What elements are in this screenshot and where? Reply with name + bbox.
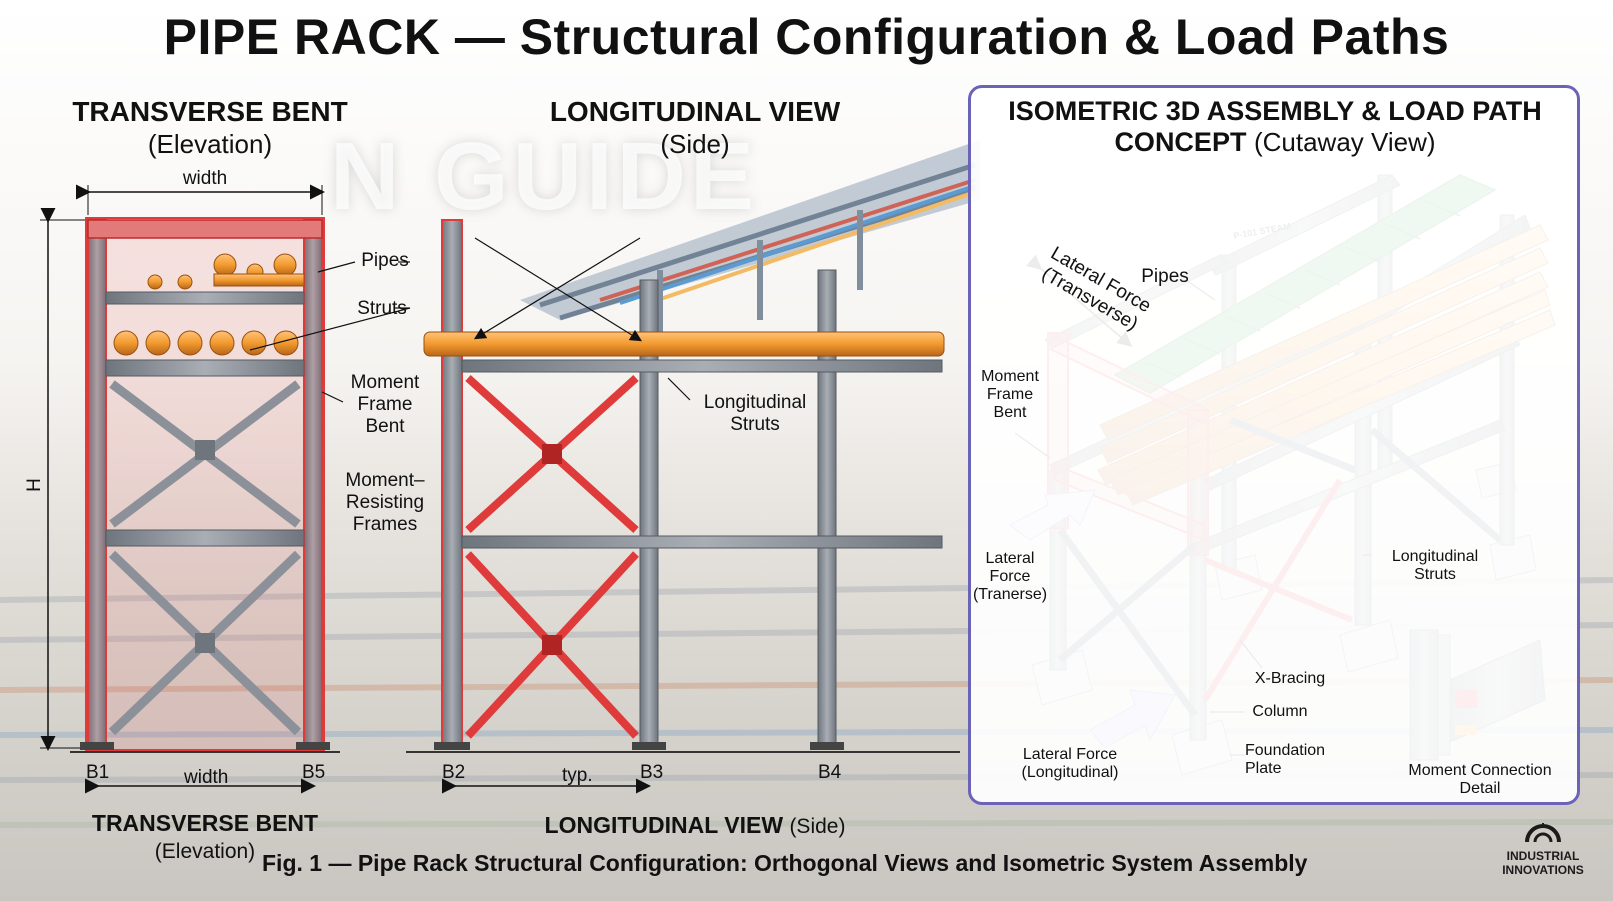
moment-resisting-frames-label: Moment– Resisting Frames (345, 470, 425, 535)
background-watermark-text: N GUIDE (330, 123, 759, 230)
figure-caption: Fig. 1 — Pipe Rack Structural Configurat… (262, 850, 1308, 876)
longitudinal-pipe (423, 331, 945, 357)
company-logo: INDUSTRIAL INNOVATIONS (1488, 822, 1598, 877)
longitudinal-struts-label: Longitudinal Struts (703, 392, 807, 435)
longitudinal-bottom-title-text: LONGITUDINAL VIEW (544, 812, 784, 838)
longitudinal-title: LONGITUDINAL VIEW (549, 96, 841, 127)
longitudinal-strut-upper (461, 359, 943, 373)
foundation-plate-label: Foundation Plate (1245, 742, 1326, 777)
isometric-panel (968, 85, 1580, 805)
bay-label-b4: B4 (818, 762, 842, 783)
longitudinal-subtitle: (Side) (660, 129, 730, 159)
transverse-bottom-subtitle: (Elevation) (154, 840, 256, 863)
logo-line1: INDUSTRIAL (1506, 849, 1580, 863)
transverse-struts-label: Struts (357, 298, 407, 319)
transverse-subtitle: (Elevation) (147, 129, 273, 159)
longitudinal-bottom-title: LONGITUDINAL VIEW (Side) (535, 812, 855, 839)
longitudinal-strut-lower (461, 535, 943, 549)
upper-strut (105, 291, 305, 305)
isometric-title-line1: ISOMETRIC 3D ASSEMBLY & LOAD PATH (1008, 96, 1542, 126)
transverse-bottom-title-text: TRANSVERSE BENT (91, 810, 319, 836)
page-title: PIPE RACK — Structural Configuration & L… (163, 9, 1450, 65)
transverse-bottom-title: TRANSVERSE BENT (Elevation) (60, 810, 350, 864)
longitudinal-bottom-subtitle: (Side) (789, 815, 846, 838)
bay-label-b3: B3 (640, 762, 664, 783)
transverse-height-label: H (24, 478, 45, 492)
transverse-pipes-label: Pipes (361, 250, 409, 271)
column-label: Column (1252, 703, 1308, 720)
bay-label-b1: B1 (86, 762, 110, 783)
column-b2 (441, 219, 463, 749)
mid-beam-1 (105, 359, 305, 377)
transverse-pipes (113, 253, 305, 356)
overhead-rack-photo (520, 140, 980, 350)
transverse-width-top-label: width (182, 168, 228, 189)
iso-moment-frame-bent-label: Moment Frame Bent (981, 368, 1039, 421)
isometric-title-concept: CONCEPT (1114, 127, 1247, 157)
longitudinal-view (406, 140, 980, 794)
iso-longitudinal-struts-label: Longitudinal Struts (1391, 548, 1479, 583)
top-beam (87, 219, 323, 239)
bay-label-b2: B2 (442, 762, 466, 783)
longitudinal-view-title: LONGITUDINAL VIEW (Side) (530, 96, 860, 160)
lateral-force-longitudinal-label: Lateral Force (Longitudinal) (1021, 746, 1119, 781)
iso-lateral-force-transverse-side-label: Lateral Force (Tranerse) (972, 550, 1048, 603)
bay-label-typ: typ. (562, 765, 593, 786)
bay-label-width: width (184, 767, 229, 788)
mid-beam-2 (105, 529, 305, 547)
bay-label-b5: B5 (302, 762, 326, 783)
iso-pipes-label: Pipes (1141, 266, 1189, 287)
moment-frame-bent-label: Moment Frame Bent (350, 372, 420, 437)
transverse-bent (40, 184, 452, 794)
logo-line2: INNOVATIONS (1502, 863, 1584, 877)
moment-frame-outline (85, 217, 325, 751)
isometric-view-title: ISOMETRIC 3D ASSEMBLY & LOAD PATH CONCEP… (980, 96, 1570, 158)
isometric-title-cutaway: (Cutaway View) (1253, 127, 1436, 157)
transverse-title: TRANSVERSE BENT (72, 96, 348, 127)
gear-arch-icon (1525, 823, 1561, 843)
moment-connection-detail-label: Moment Connection Detail (1408, 762, 1552, 797)
x-bracing-label: X-Bracing (1254, 670, 1326, 687)
transverse-view-title: TRANSVERSE BENT (Elevation) (60, 96, 360, 160)
